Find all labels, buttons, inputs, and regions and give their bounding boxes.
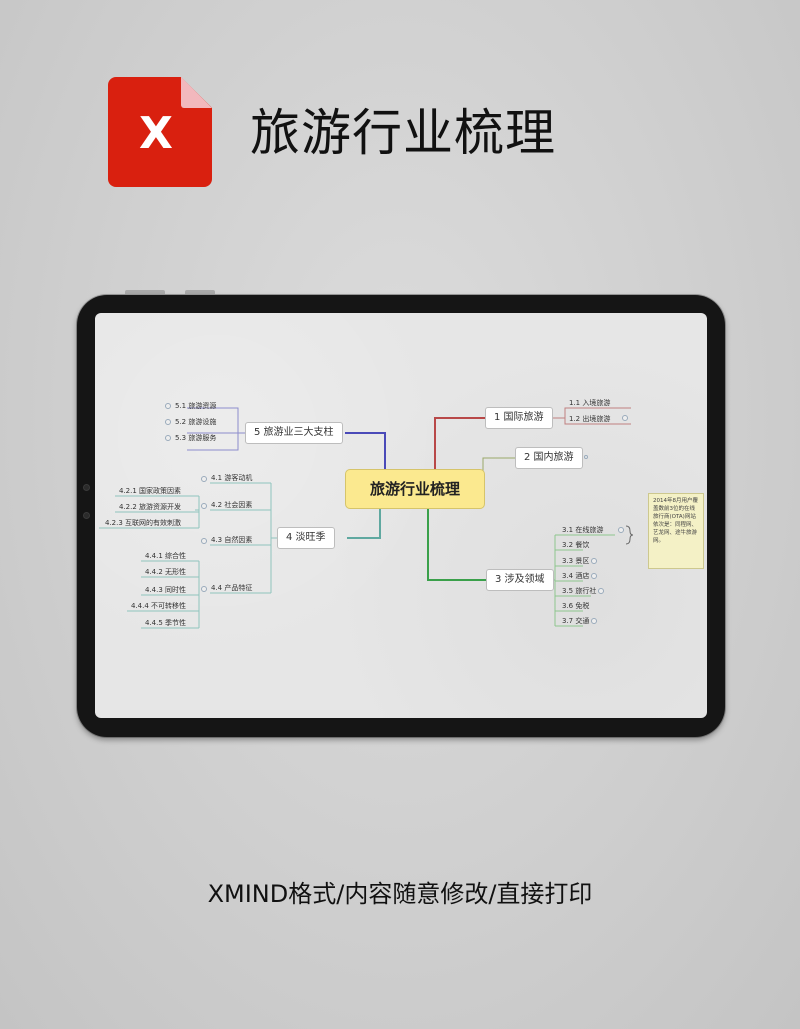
subtopic-4-2[interactable]: 4.2 社会因素 xyxy=(211,501,253,509)
topic-1[interactable]: 1 国际旅游 xyxy=(485,407,553,429)
footer-caption: XMIND格式/内容随意修改/直接打印 xyxy=(207,880,593,908)
header: X 旅游行业梳理 xyxy=(108,77,708,187)
subtopic-4-2-3[interactable]: 4.2.3 互联网的有效刺激 xyxy=(105,519,182,527)
subtopic-4-2-1[interactable]: 4.2.1 国家政策因素 xyxy=(119,487,182,495)
collapse-dot-icon[interactable] xyxy=(201,503,207,509)
sensor-icon xyxy=(83,512,90,519)
topic-4[interactable]: 4 淡旺季 xyxy=(277,527,335,549)
subtopic-3-3[interactable]: 3.3 景区 xyxy=(562,557,590,565)
topic-5[interactable]: 5 旅游业三大支柱 xyxy=(245,422,343,444)
collapse-dot-icon[interactable] xyxy=(622,415,628,421)
collapse-dot-icon[interactable] xyxy=(591,558,597,564)
collapse-dot-icon[interactable] xyxy=(598,588,604,594)
collapse-dot-icon[interactable] xyxy=(591,618,597,624)
page-title: 旅游行业梳理 xyxy=(250,104,556,162)
xmind-file-icon: X xyxy=(108,77,212,187)
subtopic-1-1[interactable]: 1.1 入境旅游 xyxy=(569,399,611,407)
subtopic-4-4-4[interactable]: 4.4.4 不可转移性 xyxy=(131,602,187,610)
topic-3[interactable]: 3 涉及领域 xyxy=(486,569,554,591)
subtopic-4-4-2[interactable]: 4.4.2 无形性 xyxy=(145,568,187,576)
collapse-dot-icon[interactable] xyxy=(584,455,588,459)
collapse-dot-icon[interactable] xyxy=(201,476,207,482)
subtopic-3-4[interactable]: 3.4 酒店 xyxy=(562,572,590,580)
subtopic-3-1[interactable]: 3.1 在线旅游 xyxy=(562,526,604,534)
subtopic-3-5[interactable]: 3.5 旅行社 xyxy=(562,587,597,595)
subtopic-3-7[interactable]: 3.7 交通 xyxy=(562,617,590,625)
collapse-dot-icon[interactable] xyxy=(618,527,624,533)
camera-icon xyxy=(83,484,90,491)
central-topic[interactable]: 旅游行业梳理 xyxy=(345,469,485,509)
collapse-dot-icon[interactable] xyxy=(591,573,597,579)
subtopic-5-3[interactable]: 5.3 旅游服务 xyxy=(175,434,217,442)
topic-note[interactable]: 2014年8月用户覆盖数前3位的在线旅行商(OTA)网站依次是：同程网、艺龙网、… xyxy=(648,493,704,569)
subtopic-1-2[interactable]: 1.2 出境旅游 xyxy=(569,415,611,423)
subtopic-3-6[interactable]: 3.6 免税 xyxy=(562,602,590,610)
subtopic-4-4[interactable]: 4.4 产品特征 xyxy=(211,584,253,592)
subtopic-3-2[interactable]: 3.2 餐饮 xyxy=(562,541,590,549)
mindmap-canvas[interactable]: 旅游行业梳理 5 旅游业三大支柱 5.1 旅游资源 5.2 旅游设施 5.3 旅… xyxy=(95,313,707,718)
subtopic-5-2[interactable]: 5.2 旅游设施 xyxy=(175,418,217,426)
subtopic-4-4-3[interactable]: 4.4.3 同时性 xyxy=(145,586,187,594)
subtopic-4-4-5[interactable]: 4.4.5 季节性 xyxy=(145,619,187,627)
subtopic-4-1[interactable]: 4.1 游客动机 xyxy=(211,474,253,482)
topic-2[interactable]: 2 国内旅游 xyxy=(515,447,583,469)
x-glyph-icon: X xyxy=(139,108,173,159)
subtopic-4-2-2[interactable]: 4.2.2 旅游资源开发 xyxy=(119,503,182,511)
collapse-dot-icon[interactable] xyxy=(165,403,171,409)
tablet-frame: 旅游行业梳理 5 旅游业三大支柱 5.1 旅游资源 5.2 旅游设施 5.3 旅… xyxy=(77,295,725,737)
subtopic-5-1[interactable]: 5.1 旅游资源 xyxy=(175,402,217,410)
collapse-dot-icon[interactable] xyxy=(165,435,171,441)
subtopic-4-3[interactable]: 4.3 自然因素 xyxy=(211,536,253,544)
tablet-top-buttons xyxy=(125,290,255,295)
connector-lines xyxy=(99,407,634,629)
subtopic-4-4-1[interactable]: 4.4.1 综合性 xyxy=(145,552,187,560)
collapse-dot-icon[interactable] xyxy=(165,419,171,425)
collapse-dot-icon[interactable] xyxy=(201,538,207,544)
collapse-dot-icon[interactable] xyxy=(201,586,207,592)
